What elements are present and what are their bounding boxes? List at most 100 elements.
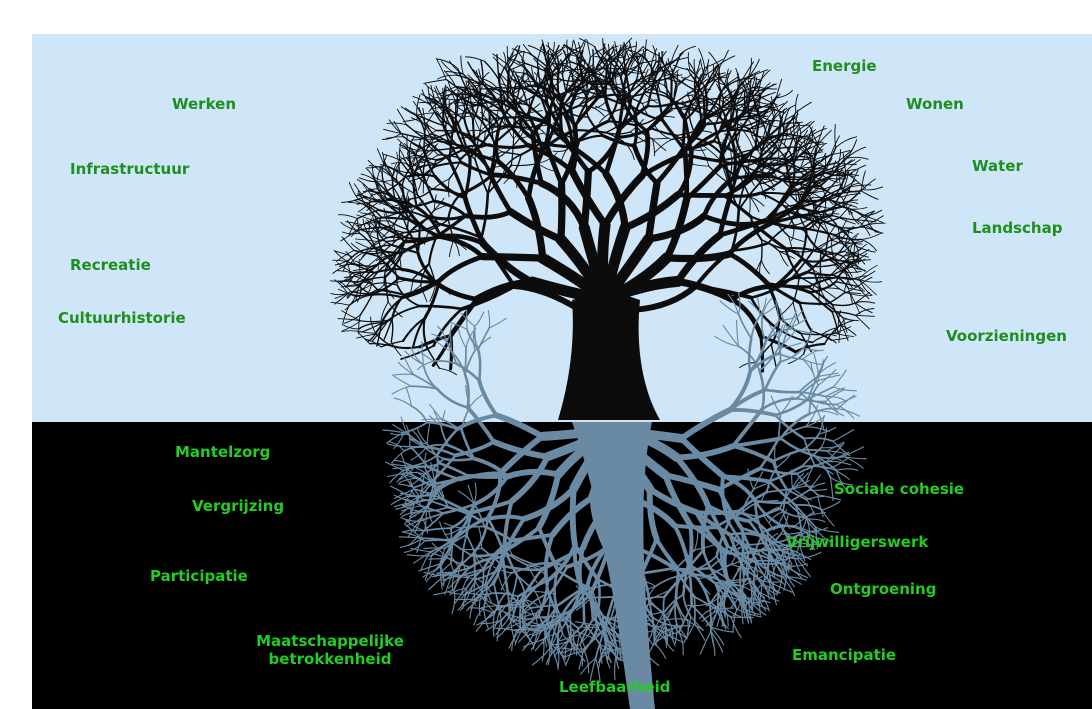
tree-branch (694, 81, 705, 100)
tree-branch (730, 154, 745, 193)
tree-root (392, 466, 415, 470)
tree-root (467, 607, 493, 614)
tree-branch (675, 192, 727, 198)
tree-branch (470, 102, 479, 118)
tree-branch (799, 159, 815, 170)
tree-branch (640, 72, 658, 92)
tree-branch (424, 83, 445, 97)
tree-root (721, 474, 758, 504)
tree-branch (850, 266, 866, 271)
tree-branch (439, 86, 457, 95)
tree-branch (860, 238, 878, 252)
tree-root (524, 612, 538, 630)
tree-root (435, 427, 459, 457)
tree-branch (360, 319, 389, 323)
tree-branch (426, 138, 451, 142)
tree-branch (389, 220, 409, 231)
tree-branch (834, 234, 852, 253)
tree-branch (537, 152, 558, 164)
label-emancipatie: Emancipatie (792, 646, 897, 664)
tree-branch (439, 99, 456, 115)
tree-branch (483, 60, 500, 81)
tree-branch (551, 41, 555, 56)
tree-branch (864, 209, 882, 217)
tree-branch (775, 78, 783, 99)
tree-root (796, 558, 811, 578)
tree-root (782, 511, 791, 530)
tree-branch (499, 75, 509, 93)
tree-root (756, 562, 775, 585)
tree-branch (703, 58, 710, 76)
tree-branch (717, 218, 768, 238)
tree-root (730, 546, 741, 565)
tree-root (546, 542, 577, 583)
tree-branch (778, 146, 800, 150)
tree-branch (569, 89, 590, 98)
tree-branch (758, 83, 777, 92)
tree-branch (747, 77, 754, 96)
tree-branch (703, 85, 708, 119)
tree-root (778, 507, 806, 519)
tree-root (433, 483, 450, 509)
tree-root (511, 553, 536, 566)
tree-branch (655, 89, 664, 122)
tree-branch (361, 319, 389, 333)
tree-branch (822, 213, 840, 217)
tree-root (401, 504, 423, 513)
tree-branch (348, 218, 358, 237)
tree-branch (778, 250, 789, 267)
tree-branch (786, 123, 801, 136)
tree-root (778, 314, 799, 321)
tree-root (817, 358, 825, 378)
tree-root (773, 559, 789, 579)
tree-root (724, 544, 730, 583)
tree-branch (757, 96, 762, 116)
tree-branch (341, 330, 363, 333)
tree-root (654, 574, 682, 588)
tree-branch (594, 77, 608, 84)
tree-branch (521, 58, 529, 75)
tree-branch (401, 146, 416, 157)
tree-branch (404, 209, 440, 225)
tree-branch (368, 179, 393, 183)
tree-root (730, 616, 742, 638)
tree-branch (798, 191, 807, 207)
tree-root (447, 505, 482, 522)
tree-branch (507, 112, 523, 129)
tree-branch (406, 235, 438, 240)
tree-branch (454, 143, 489, 150)
tree-branch (747, 57, 752, 79)
tree-branch (408, 135, 415, 155)
tree-branch (731, 116, 750, 143)
tree-branch (564, 91, 578, 118)
tree-branch (500, 86, 507, 102)
tree-branch (859, 210, 875, 228)
tree-branch (840, 324, 857, 336)
tree-branch (856, 245, 876, 253)
tree-branch (851, 253, 868, 263)
tree-branch (731, 146, 741, 161)
tree-branch (632, 45, 644, 58)
tree-branch (350, 252, 364, 264)
tree-branch (422, 164, 439, 177)
tree-branch (654, 125, 672, 141)
tree-branch (576, 119, 610, 144)
tree-root (556, 646, 567, 667)
tree-root (423, 457, 445, 476)
tree-branch (847, 287, 866, 292)
tree-root (405, 471, 425, 475)
tree-root (612, 635, 619, 657)
tree-branch (356, 333, 376, 339)
tree-branch (444, 106, 459, 132)
tree-root (808, 482, 826, 491)
tree-branch (496, 53, 500, 81)
tree-root (734, 577, 749, 597)
tree-root (534, 591, 555, 595)
tree-branch (594, 107, 605, 117)
tree-root (431, 333, 448, 343)
tree-branch (689, 69, 706, 88)
tree-branch (842, 201, 859, 204)
tree-root (758, 548, 791, 552)
tree-root (826, 450, 842, 462)
tree-branch (549, 97, 567, 118)
